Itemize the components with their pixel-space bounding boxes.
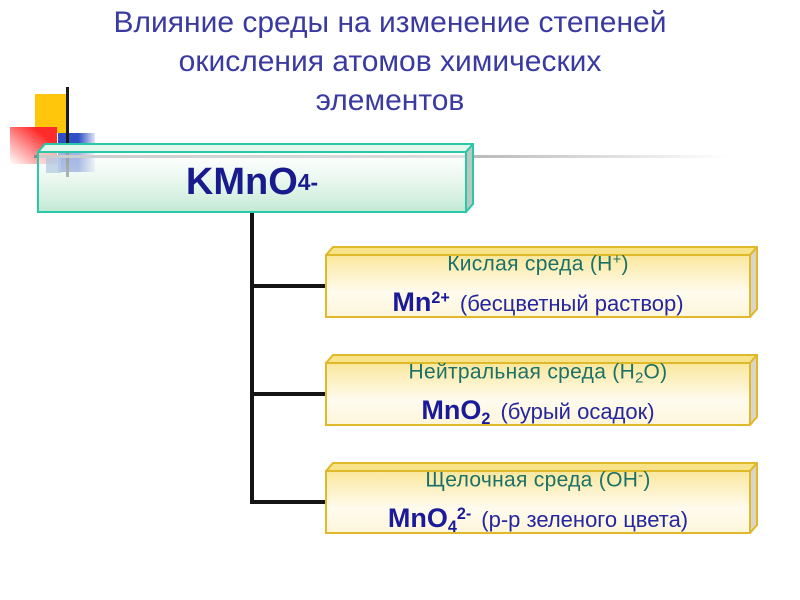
result-formula-base: MnO	[387, 503, 448, 534]
medium-text: Кислая среда (H	[447, 252, 613, 276]
result-formula-base: MnO	[421, 395, 482, 426]
result-note: (бурый осадок)	[500, 399, 655, 425]
root-formula-superscript: -	[310, 169, 319, 195]
medium-text: Щелочная среда (OH	[425, 468, 639, 492]
medium-superscript: -	[638, 467, 644, 484]
medium-superscript: +	[612, 251, 622, 268]
branch-box-3d-shape	[325, 246, 758, 318]
branch-result-line: MnO2 (бурый осадок)	[421, 391, 654, 434]
decoration-vertical-line	[66, 87, 69, 177]
result-formula: Mn2+	[392, 283, 449, 326]
connector-branch-3-line	[252, 500, 326, 504]
connector-branch-1-line	[252, 284, 326, 288]
branch-box-alkaline-medium: Щелочная среда (OH-) MnO42- (р-р зеленог…	[325, 462, 758, 536]
branch-content: Щелочная среда (OH-) MnO42- (р-р зеленог…	[326, 468, 750, 536]
branch-content: Нейтральная среда (H2O) MnO2 (бурый осад…	[326, 361, 750, 429]
root-formula-subscript: 4	[297, 169, 311, 195]
branch-box-neutral-medium: Нейтральная среда (H2O) MnO2 (бурый осад…	[325, 354, 758, 429]
result-note: (р-р зеленого цвета)	[481, 507, 689, 533]
result-formula: MnO2	[421, 391, 490, 434]
medium-heading-neutral: Нейтральная среда (H2O)	[409, 356, 668, 391]
connector-vertical-line	[250, 212, 254, 504]
slide-title-line-2: окисления атомов химических	[178, 45, 602, 78]
result-formula-subscript: 4	[447, 518, 457, 537]
connector-branch-2-line	[252, 392, 326, 396]
result-note: (бесцветный раствор)	[459, 291, 684, 317]
branch-result-line: Mn2+ (бесцветный раствор)	[392, 283, 683, 326]
root-box-3d-shape	[37, 143, 474, 213]
medium-heading-acid: Кислая среда (H+)	[447, 248, 629, 283]
branch-result-line: MnO42- (р-р зеленого цвета)	[388, 499, 688, 542]
decoration-yellow-square	[35, 94, 66, 133]
slide-title: Влияние среды на изменение степеней окис…	[0, 3, 780, 120]
medium-heading-alkaline: Щелочная среда (OH-)	[425, 464, 650, 499]
slide-title-line-3: элементов	[315, 84, 465, 117]
branch-box-acid-medium: Кислая среда (H+) Mn2+ (бесцветный раств…	[325, 246, 758, 318]
branch-box-3d-shape	[325, 354, 758, 426]
medium-text-end: )	[643, 468, 651, 492]
branch-content: Кислая среда (H+) Mn2+ (бесцветный раств…	[326, 252, 750, 318]
result-formula-superscript: 2+	[431, 289, 450, 308]
result-formula-superscript: 2-	[456, 505, 472, 524]
root-formula-base: KMnO	[185, 161, 298, 203]
result-formula: MnO42-	[388, 499, 471, 542]
slide-title-line-1: Влияние среды на изменение степеней	[113, 6, 667, 39]
result-formula-base: Mn	[392, 287, 432, 318]
medium-text: Нейтральная среда (H	[408, 360, 636, 384]
branch-box-3d-shape	[325, 462, 758, 534]
medium-text-end: )	[621, 252, 629, 276]
medium-subscript: 2	[635, 370, 644, 387]
result-formula-subscript: 2	[481, 410, 491, 429]
medium-text-end: O)	[643, 360, 668, 384]
